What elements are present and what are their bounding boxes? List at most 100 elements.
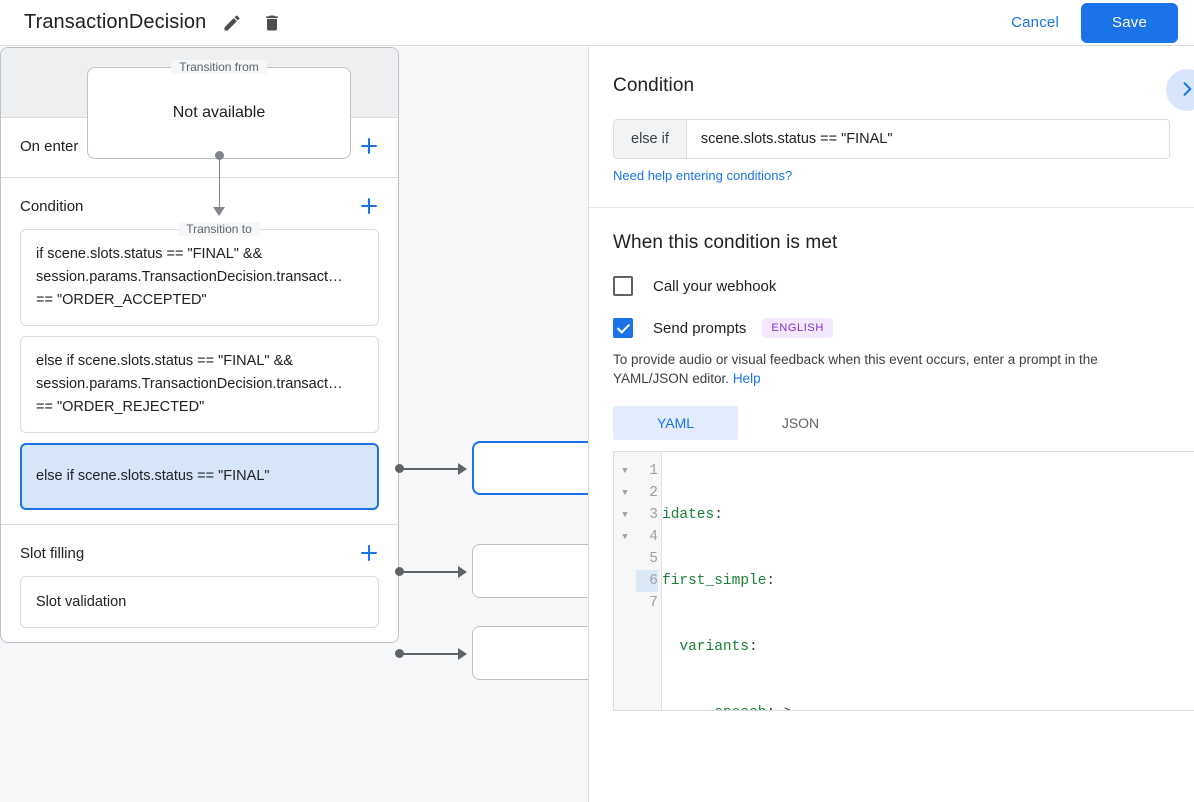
- target-card-final[interactable]: [472, 626, 588, 680]
- section-title-condition: Condition: [20, 197, 84, 215]
- condition-prefix-label: else if: [614, 120, 687, 158]
- outgoing-dot: [395, 567, 404, 576]
- transition-from-card[interactable]: Transition from Not available: [87, 60, 351, 159]
- fold-placeholder: [614, 548, 636, 570]
- outgoing-dot: [395, 649, 404, 658]
- app-header: TransactionDecision Cancel Save: [0, 0, 1194, 46]
- tab-yaml[interactable]: YAML: [613, 406, 738, 440]
- condition-item[interactable]: else if scene.slots.status == "FINAL" &&…: [20, 336, 379, 433]
- send-prompts-label: Send prompts: [653, 319, 747, 337]
- code-line: idates:: [662, 504, 1194, 526]
- transition-to-legend: Transition to: [178, 222, 260, 236]
- editor-code-area[interactable]: idates: first_simple: variants: - speech…: [662, 452, 1194, 710]
- outgoing-arrowhead: [458, 565, 467, 578]
- target-card-rejected[interactable]: [472, 544, 588, 598]
- line-number: 6: [636, 570, 658, 592]
- line-number: 5: [649, 551, 658, 567]
- tab-json[interactable]: JSON: [781, 415, 820, 431]
- condition-line: session.params.TransactionDecision.trans…: [36, 269, 343, 285]
- section-header-condition: Condition: [1, 178, 398, 223]
- condition-input-row[interactable]: else if: [613, 119, 1170, 159]
- outgoing-arrowhead: [458, 647, 467, 660]
- fold-arrow-icon[interactable]: ▼: [622, 466, 628, 476]
- condition-line: session.params.TransactionDecision.trans…: [36, 376, 343, 392]
- section-header-slot-filling: Slot filling: [1, 525, 398, 570]
- yaml-indent: [662, 705, 697, 710]
- fold-arrow-icon[interactable]: ▼: [622, 532, 628, 542]
- fold-arrow-icon[interactable]: ▼: [622, 510, 628, 520]
- webhook-row[interactable]: Call your webhook: [613, 276, 1170, 296]
- section-header-on-enter: On enter: [1, 118, 398, 163]
- send-prompts-checkbox[interactable]: [613, 318, 633, 338]
- slot-validation-item[interactable]: Slot validation: [20, 576, 379, 628]
- add-slot-filling-button[interactable]: [358, 542, 380, 564]
- connector-line: [218, 157, 220, 211]
- edit-button[interactable]: [218, 9, 246, 37]
- line-number: 1: [649, 463, 658, 479]
- send-prompts-row[interactable]: Send prompts ENGLISH: [613, 318, 1170, 338]
- prompts-helper-sentence: To provide audio or visual feedback when…: [613, 352, 1098, 386]
- call-webhook-checkbox[interactable]: [613, 276, 633, 296]
- panel-actions-section: When this condition is met Call your web…: [589, 208, 1194, 711]
- yaml-rest: : >-: [766, 705, 801, 710]
- section-condition: Condition if scene.slots.status == "FINA…: [1, 178, 398, 525]
- delete-button[interactable]: [258, 9, 286, 37]
- code-editor[interactable]: ▼ ▼ ▼ ▼ 1 2 3 4 5 6 7 idates: first_simp…: [613, 451, 1194, 711]
- outgoing-line: [403, 468, 460, 470]
- yaml-rest: :: [749, 639, 758, 655]
- transition-from-legend: Transition from: [171, 60, 267, 74]
- yaml-key: - speech: [697, 705, 767, 710]
- condition-item[interactable]: if scene.slots.status == "FINAL" && sess…: [20, 229, 379, 326]
- condition-line: == "ORDER_ACCEPTED": [36, 292, 207, 308]
- condition-line: == "ORDER_REJECTED": [36, 399, 205, 415]
- panel-heading-when-met: When this condition is met: [613, 232, 838, 253]
- language-badge: ENGLISH: [762, 318, 833, 338]
- line-number: 2: [649, 485, 658, 501]
- call-webhook-label: Call your webhook: [653, 277, 777, 295]
- fold-placeholder: [614, 592, 636, 614]
- target-card-accepted[interactable]: [472, 441, 588, 495]
- flow-canvas[interactable]: Transition from Not available Transition…: [0, 47, 588, 802]
- yaml-rest: :: [714, 507, 723, 523]
- prompts-helper-text: To provide audio or visual feedback when…: [613, 350, 1170, 388]
- editor-format-tabs: YAML JSON: [613, 406, 1170, 440]
- line-number: 4: [649, 529, 658, 545]
- cancel-button[interactable]: Cancel: [999, 6, 1071, 39]
- line-number: 7: [649, 595, 658, 611]
- page-title: TransactionDecision: [24, 11, 207, 33]
- chevron-right-icon: [1177, 79, 1194, 102]
- condition-line: else if scene.slots.status == "FINAL": [36, 468, 270, 484]
- outgoing-arrowhead: [458, 462, 467, 475]
- condition-help-link[interactable]: Need help entering conditions?: [613, 168, 793, 183]
- add-on-enter-button[interactable]: [358, 135, 380, 157]
- yaml-rest: :: [766, 573, 776, 589]
- condition-line: else if scene.slots.status == "FINAL" &&: [36, 353, 293, 369]
- outgoing-dot: [395, 464, 404, 473]
- yaml-key: idates: [662, 507, 715, 523]
- prompts-help-link[interactable]: Help: [732, 371, 761, 386]
- panel-condition-section: Condition else if Need help entering con…: [589, 47, 1194, 208]
- condition-item-selected[interactable]: else if scene.slots.status == "FINAL": [20, 443, 379, 510]
- panel-heading-condition: Condition: [613, 75, 695, 96]
- line-number: 3: [649, 507, 658, 523]
- editor-fold-column[interactable]: ▼ ▼ ▼ ▼: [614, 452, 636, 710]
- trash-icon: [262, 13, 282, 33]
- code-line: - speech: >-: [662, 702, 1194, 710]
- yaml-key: first_simple: [662, 573, 767, 589]
- transition-from-value: Not available: [172, 104, 266, 121]
- code-line: first_simple:: [662, 570, 1194, 592]
- save-button[interactable]: Save: [1081, 2, 1178, 43]
- section-on-enter: On enter: [1, 118, 398, 178]
- connector-dot: [215, 151, 224, 160]
- connector-arrowhead: [213, 207, 225, 216]
- fold-arrow-icon[interactable]: ▼: [622, 488, 628, 498]
- add-condition-button[interactable]: [358, 195, 380, 217]
- expand-panel-button[interactable]: [1166, 69, 1194, 111]
- editor-line-numbers: 1 2 3 4 5 6 7: [636, 452, 662, 710]
- condition-detail-panel: Condition else if Need help entering con…: [588, 47, 1194, 802]
- section-title-on-enter: On enter: [20, 137, 79, 155]
- condition-line: if scene.slots.status == "FINAL" &&: [36, 246, 263, 262]
- condition-expression-input[interactable]: [686, 120, 1169, 158]
- fold-placeholder: [614, 570, 636, 592]
- section-title-slot-filling: Slot filling: [20, 544, 85, 562]
